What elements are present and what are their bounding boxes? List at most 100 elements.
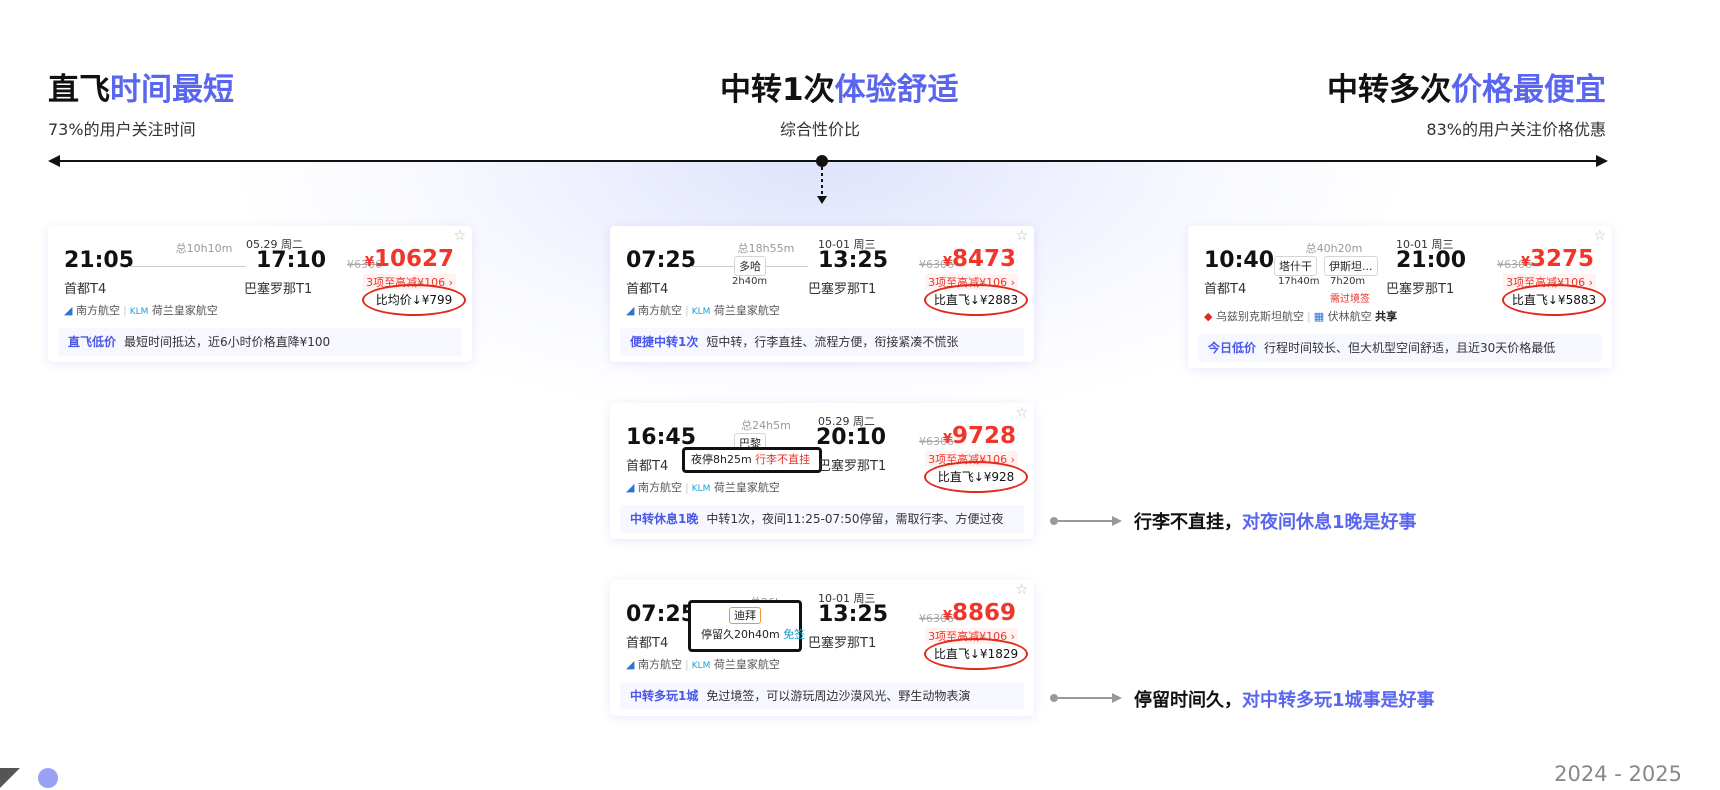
price: ¥8473 [942, 246, 1016, 272]
arr-date: 10-01 周三 [818, 238, 876, 251]
stop-time-1: 17h40m [1278, 276, 1320, 287]
dep-time: 10:40 [1204, 248, 1275, 273]
price: ¥10627 [364, 246, 454, 272]
arr-date: 05.29 周二 [818, 415, 875, 428]
volotea-icon: ▦ [1313, 310, 1325, 323]
header-multi-transfer: 中转多次价格最便宜 83%的用户关注价格优惠 [1327, 70, 1606, 140]
star-icon[interactable]: ☆ [1015, 405, 1028, 421]
south-airline-icon: ◢ [626, 658, 635, 671]
transit-visa: 需过境签 [1330, 294, 1370, 305]
arr-time: 13:25 [818, 248, 889, 273]
arr-date: 10-01 周三 [818, 592, 876, 605]
flight-card-direct[interactable]: ☆ 21:05 首都T4 总10h10m 05.29 周二 17:10 巴塞罗那… [48, 226, 472, 362]
stay-duration: 停留久20h40m 免签 [701, 628, 806, 641]
dep-airport: 首都T4 [626, 459, 669, 474]
stop-city: 迪拜 [729, 607, 761, 624]
connector-1-dot [1050, 517, 1058, 525]
star-icon[interactable]: ☆ [1015, 228, 1028, 244]
note-bar: 今日低价行程时间较长、但大机型空间舒适，且近30天价格最低 [1198, 334, 1602, 362]
compare-badge: 比直飞↓¥2883 [924, 284, 1028, 316]
duration: 总10h10m [175, 242, 233, 255]
klm-icon: KLM [691, 484, 711, 494]
header-multi-transfer-title: 中转多次价格最便宜 [1327, 72, 1606, 108]
flight-card-multi-transfer[interactable]: ☆ 10:40 首都T4 总40h20m 塔什干 17h40m 伊斯坦... 7… [1188, 226, 1612, 368]
stop-city: 多哈 [734, 256, 766, 276]
arr-date: 10-01 周三 [1396, 238, 1454, 251]
price: ¥3275 [1520, 246, 1594, 272]
arr-time: 21:00 [1396, 248, 1467, 273]
duration: 总40h20m [1305, 242, 1363, 255]
header-direct-subtitle: 73%的用户关注时间 [48, 120, 196, 139]
header-one-transfer-title: 中转1次体验舒适 [720, 72, 959, 108]
night-stop-highlight: 夜停8h25m 行李不直挂 [682, 447, 822, 473]
dep-time: 16:45 [626, 425, 697, 450]
original-price: ¥6306 [347, 258, 382, 271]
note-bar: 直飞低价最短时间抵达，近6小时价格直降¥100 [58, 328, 462, 356]
south-airline-icon: ◢ [626, 304, 635, 317]
stop-city-2: 伊斯坦... [1324, 256, 1378, 276]
original-price: ¥6306 [919, 435, 954, 448]
price: ¥9728 [942, 423, 1016, 449]
footer-year: 2024 - 2025 [1554, 762, 1682, 786]
header-multi-transfer-subtitle: 83%的用户关注价格优惠 [1426, 120, 1606, 139]
compare-badge: 比均价↓¥799 [362, 284, 466, 316]
connector-2 [1050, 693, 1122, 703]
star-icon[interactable]: ☆ [1593, 228, 1606, 244]
airlines: ◢ 南方航空|KLM 荷兰皇家航空 [626, 304, 780, 317]
klm-icon: KLM [691, 661, 711, 671]
original-price: ¥6306 [919, 612, 954, 625]
connector-1 [1050, 516, 1122, 526]
corner-triangle-logo [0, 768, 20, 788]
note-bar: 便捷中转1次短中转，行李直挂、流程方便，衔接紧凑不慌张 [620, 328, 1024, 356]
arr-airport: 巴塞罗那T1 [244, 282, 313, 297]
south-airline-icon: ◢ [64, 304, 73, 317]
corner-dot-logo [38, 768, 58, 788]
connector-1-arrowhead [1112, 516, 1122, 526]
flight-card-one-transfer[interactable]: ☆ 07:25 首都T4 总18h55m 多哈 2h40m 10-01 周三 1… [610, 226, 1034, 362]
star-icon[interactable]: ☆ [1015, 582, 1028, 598]
timeline-left-arrow [48, 155, 60, 167]
compare-badge: 比直飞↓¥1829 [924, 638, 1028, 670]
south-airline-icon: ◢ [626, 481, 635, 494]
header-direct: 直飞时间最短 73%的用户关注时间 [48, 70, 234, 140]
arr-airport: 巴塞罗那T1 [808, 636, 877, 651]
note-bar: 中转休息1晚中转1次，夜间11:25-07:50停留，需取行李、方便过夜 [620, 505, 1024, 533]
timeline-center-arrowhead [817, 196, 827, 204]
arr-time: 17:10 [256, 248, 327, 273]
arr-airport: 巴塞罗那T1 [1386, 282, 1455, 297]
stop-time-2: 7h20m [1330, 276, 1366, 287]
compare-badge: 比直飞↓¥5883 [1502, 284, 1606, 316]
duration: 总24h5m [741, 419, 791, 432]
dep-airport: 首都T4 [1204, 282, 1247, 297]
klm-icon: KLM [129, 307, 149, 317]
dep-airport: 首都T4 [626, 282, 669, 297]
arr-time: 13:25 [818, 602, 889, 627]
dep-time: 07:25 [626, 602, 697, 627]
route-line [128, 266, 246, 267]
arr-airport: 巴塞罗那T1 [818, 459, 887, 474]
price: ¥8869 [942, 600, 1016, 626]
stop-time: 2h40m [732, 276, 768, 287]
annotation-night-stop: 行李不直挂，对夜间休息1晚是好事 [1134, 512, 1417, 533]
timeline-center-dot [816, 155, 828, 167]
uzbek-airline-icon: ◆ [1204, 310, 1213, 323]
klm-icon: KLM [691, 307, 711, 317]
stop-city-1: 塔什干 [1274, 256, 1317, 276]
note-bar: 中转多玩1城免过境签，可以游玩周边沙漠风光、野生动物表演 [620, 682, 1024, 710]
flight-card-night-stop[interactable]: ☆ 16:45 首都T4 总24h5m 巴黎 夜停8h25m 行李不直挂 05.… [610, 403, 1034, 539]
arr-time: 20:10 [816, 425, 887, 450]
star-icon[interactable]: ☆ [453, 228, 466, 244]
dep-airport: 首都T4 [626, 636, 669, 651]
dep-time: 07:25 [626, 248, 697, 273]
connector-2-dot [1050, 694, 1058, 702]
flight-card-long-stay[interactable]: ☆ 07:25 首都T4 总26h 迪拜 停留久20h40m 免签 10-01 … [610, 580, 1034, 716]
airlines: ◆ 乌兹别克斯坦航空|▦ 伏林航空 共享 [1204, 310, 1398, 323]
original-price: ¥6306 [919, 258, 954, 271]
header-one-transfer: 中转1次体验舒适 综合性价比 [720, 70, 959, 140]
airlines: ◢ 南方航空|KLM 荷兰皇家航空 [64, 304, 218, 317]
arr-date: 05.29 周二 [246, 238, 303, 251]
timeline-right-arrow [1596, 155, 1608, 167]
duration: 总18h55m [737, 242, 795, 255]
airlines: ◢ 南方航空|KLM 荷兰皇家航空 [626, 658, 780, 671]
header-direct-title: 直飞时间最短 [48, 72, 234, 108]
